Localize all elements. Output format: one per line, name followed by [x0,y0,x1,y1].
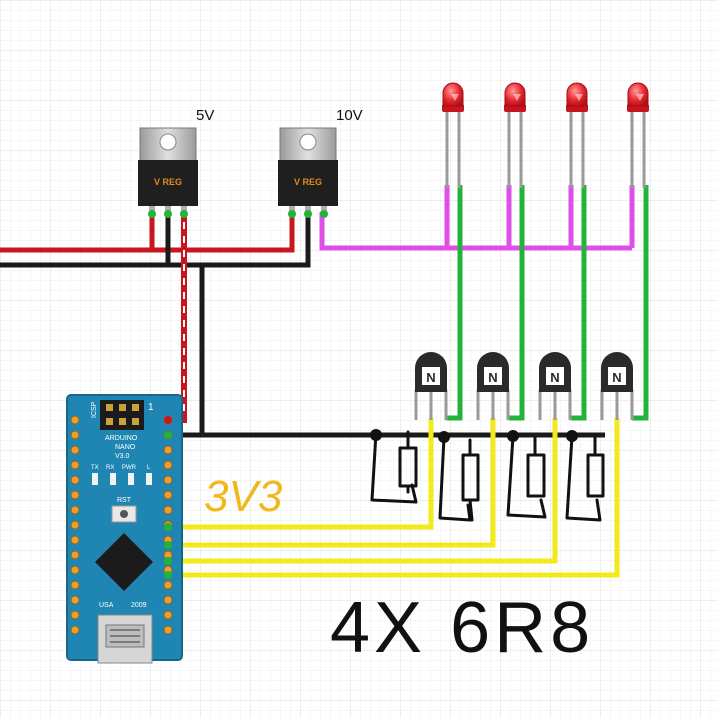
transistor-2: N [476,352,510,420]
regulator-chip-label: V REG [154,177,182,187]
led-label-l: L [147,465,151,471]
signal-wires [170,418,620,578]
transistor-label: N [488,370,497,385]
power-wires [0,212,605,438]
icsp-pins [106,404,139,425]
regulator-voltage-label: 5V [196,107,214,124]
led-group [442,82,649,188]
ground-junction-dots [370,429,578,443]
onboard-leds [92,473,152,485]
voltage-regulator-1: 5V V REG [138,107,214,218]
transistor-3: N [538,352,572,420]
usb-port-lines [110,629,140,643]
icsp-label: ICSP [91,401,98,418]
rail-voltage-annotation: 3V3 [204,472,283,521]
collector-wires [446,185,649,421]
year-label: 2009 [131,602,147,609]
regulator-group: 5V V REG 10V V REG [138,107,363,218]
transistor-label: N [550,370,559,385]
led-label-tx: TX [91,465,99,471]
led-anode-wires [319,185,635,251]
transistor-4: N [600,352,634,420]
reset-button-cap [120,510,128,518]
hand-drawn-resistors [370,430,605,522]
header-pin-number: 1 [148,402,154,413]
led-3 [566,82,588,188]
led-2 [504,82,526,188]
version-label: V3.0 [115,453,130,460]
led-label-rx: RX [106,465,114,471]
country-label: USA [99,602,114,609]
brand-label: ARDUINO [105,435,138,442]
transistor-1: N [414,352,448,420]
microcontroller-chip [95,533,153,591]
resistor-count-annotation: 4X 6R8 [330,588,594,668]
led-1 [442,82,464,188]
regulator-chip-label: V REG [294,177,322,187]
led-4 [627,82,649,188]
regulator-voltage-label: 10V [336,107,363,124]
transistor-label: N [426,370,435,385]
arduino-wire-junctions [164,416,172,579]
led-label-pwr: PWR [122,465,137,471]
reset-label: RST [117,497,132,504]
model-label: NANO [115,444,136,451]
transistor-label: N [612,370,621,385]
voltage-regulator-2: 10V V REG [278,107,363,218]
